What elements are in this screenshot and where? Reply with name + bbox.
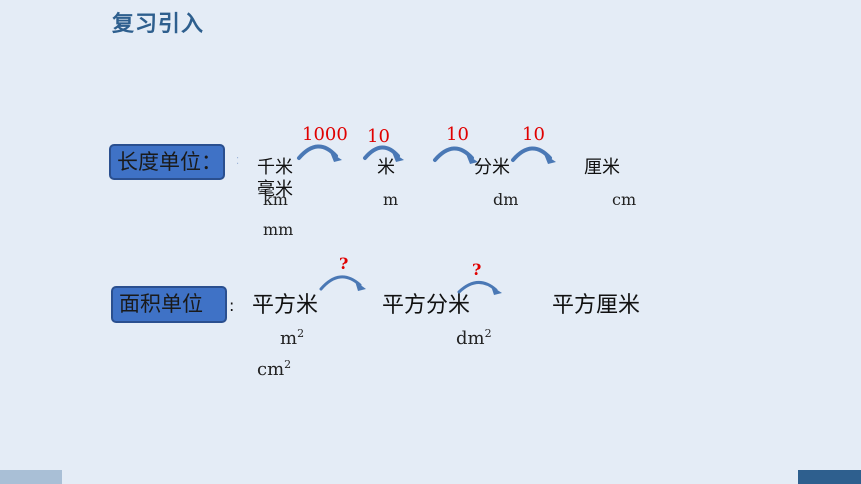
unit-dm2-abbr-base: dm [456, 328, 485, 349]
decorative-dots: ⁚ [236, 156, 240, 167]
page-title: 复习引入 [112, 12, 205, 37]
unit-cm2-name: 平方厘米 [552, 293, 641, 318]
curved-arrow-icon [319, 275, 366, 291]
ratio-dm2-cm2-unknown: ? [472, 260, 482, 279]
unit-km-abbr: km [263, 190, 288, 209]
unit-dm2-abbr: dm2 [456, 327, 492, 349]
unit-m2-abbr-sup: 2 [297, 327, 305, 340]
unit-m2-abbr: m2 [280, 327, 304, 349]
ratio-m-dm: 10 [367, 126, 390, 147]
ratio-km-m: 1000 [302, 124, 348, 145]
curved-arrow-icon [433, 146, 478, 164]
unit-cm2-abbr: cm2 [257, 358, 291, 380]
footer-bar-right [798, 470, 861, 484]
area-units-label: 面积单位 [111, 286, 227, 323]
length-units-label-text: 长度单位 [117, 150, 201, 174]
footer-bar-left [0, 470, 62, 484]
unit-dm2-abbr-sup: 2 [484, 327, 492, 340]
length-units-colon: ： [201, 150, 222, 174]
curved-arrow-icon [511, 146, 556, 164]
unit-cm-name: 厘米 [584, 157, 620, 178]
unit-dm-name: 分米 [474, 157, 510, 178]
ratio-m2-dm2-unknown: ? [339, 254, 349, 273]
area-units-colon: : [229, 296, 235, 315]
curved-arrow-icon [457, 281, 502, 295]
area-units-label-text: 面积单位 [119, 292, 203, 316]
unit-m-abbr: m [383, 190, 399, 209]
unit-m-name: 米 [377, 157, 395, 178]
ratio-dm-cm: 10 [446, 124, 469, 145]
unit-m2-name: 平方米 [252, 293, 319, 318]
ratio-cm-mm: 10 [522, 124, 545, 145]
length-units-label: 长度单位： [109, 144, 225, 180]
unit-mm-name: 毫米 [257, 179, 293, 200]
unit-cm2-abbr-base: cm [257, 359, 285, 380]
unit-cm2-abbr-sup: 2 [284, 358, 292, 371]
unit-dm-abbr: dm [493, 190, 519, 209]
curved-arrow-icon [297, 144, 342, 162]
unit-m2-abbr-base: m [280, 328, 298, 349]
curved-arrow-icon [363, 145, 404, 162]
unit-mm-abbr: mm [263, 220, 294, 239]
unit-cm-abbr: cm [612, 190, 637, 209]
unit-km-name: 千米 [257, 157, 293, 178]
unit-dm2-name: 平方分米 [382, 293, 471, 318]
